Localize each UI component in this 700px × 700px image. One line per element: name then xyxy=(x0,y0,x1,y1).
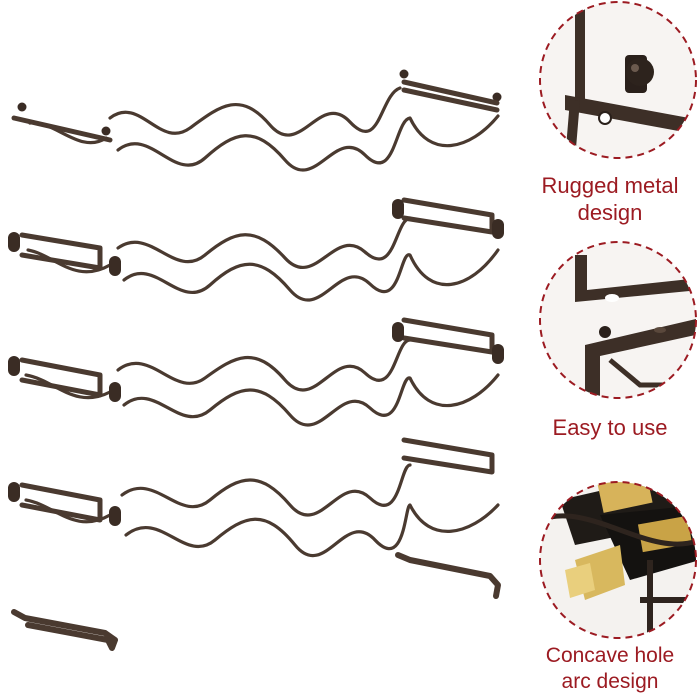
caption-line: design xyxy=(577,200,643,225)
caption-line: Concave hole xyxy=(545,644,675,667)
rack-side-handles-left xyxy=(11,115,113,523)
caption-line: Easy to use xyxy=(552,415,668,440)
wine-rack xyxy=(8,69,504,651)
rack-feet xyxy=(11,552,501,651)
rack-tier-joints xyxy=(8,199,504,526)
caption-line: arc design xyxy=(561,670,659,693)
callout-closeup-rugged-metal xyxy=(539,1,697,159)
rack-side-handles-right xyxy=(401,197,495,475)
dashed-circle-1 xyxy=(539,1,697,159)
caption-line: Rugged metal xyxy=(541,173,679,198)
callout-closeup-easy-to-use xyxy=(539,241,697,399)
callout-closeup-concave-arc xyxy=(539,481,697,639)
callout-caption-easy-to-use: Easy to use xyxy=(520,414,700,441)
rack-knobs xyxy=(17,69,502,136)
callout-caption-rugged-metal: Rugged metal design xyxy=(520,172,700,226)
dashed-circle-3 xyxy=(539,481,697,639)
callout-caption-concave-arc: Concave hole arc design xyxy=(520,643,700,695)
rack-back-top-bar xyxy=(401,79,500,113)
dashed-circle-2 xyxy=(539,241,697,399)
